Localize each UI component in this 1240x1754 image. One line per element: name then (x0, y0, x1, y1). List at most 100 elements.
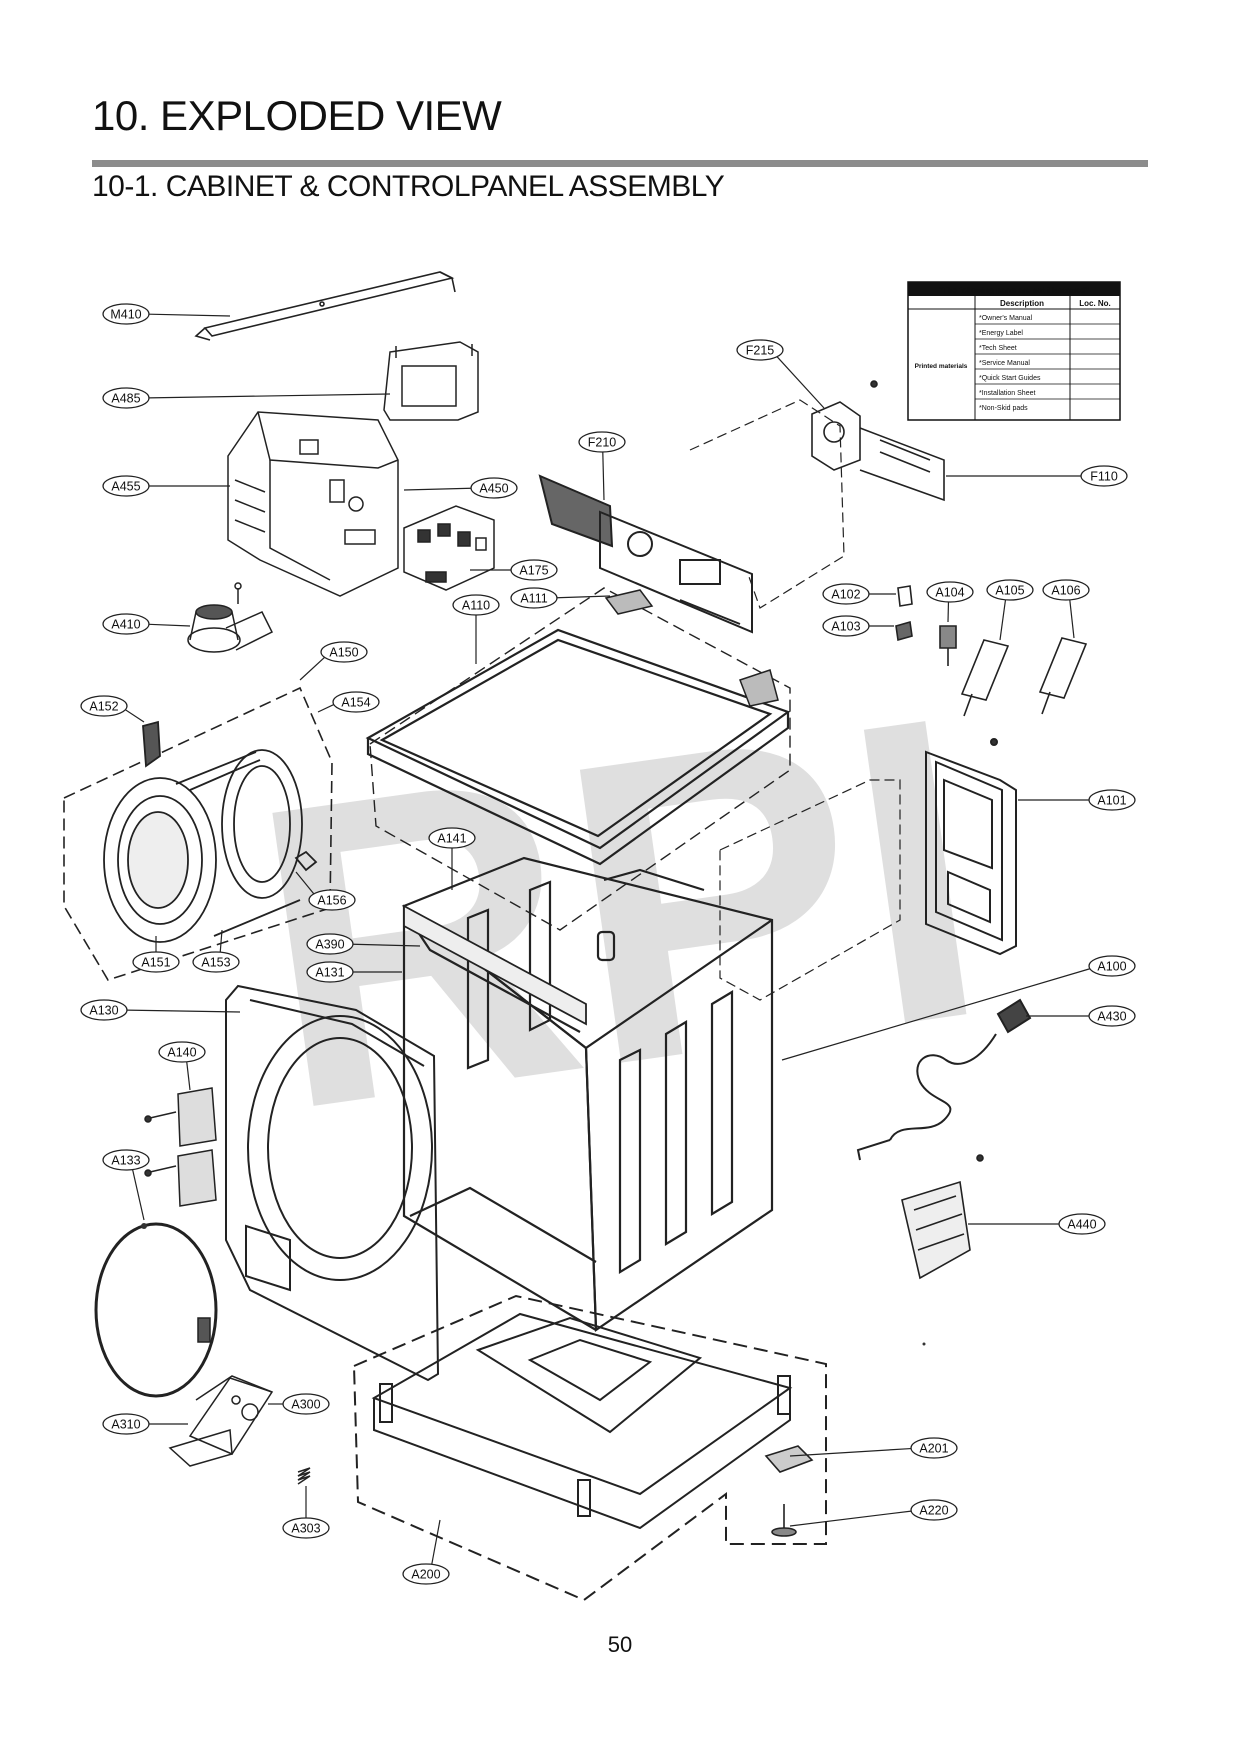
callout-label-a175: A175 (519, 564, 548, 578)
callout-bubble-a310 (102, 1413, 150, 1435)
callout-label-f210: F210 (588, 436, 617, 450)
callout-bubble-a300 (282, 1393, 330, 1415)
callout-bubble-a150 (320, 641, 368, 663)
top-plate-bracket-part (604, 589, 779, 707)
callout-bubble-a440 (1058, 1213, 1106, 1235)
callout-bubble-a450 (470, 477, 518, 499)
callout-bubble-a140 (158, 1041, 206, 1063)
callout-label-a201: A201 (919, 1442, 948, 1456)
top-plate-outline (369, 587, 791, 931)
leveling-foot-part (764, 1445, 814, 1537)
table-row-label: *Quick Start Guides (979, 375, 1041, 382)
top-plate-part (365, 628, 791, 866)
callout-label-a103: A103 (831, 620, 860, 634)
callout-bubble-a104 (926, 581, 974, 603)
callout-label-a101: A101 (1097, 794, 1126, 808)
callout-bubble-a303 (282, 1517, 330, 1539)
callout-leader-f210 (602, 451, 605, 501)
callout-bubble-a110 (452, 594, 500, 616)
callout-leader-a140 (186, 1061, 191, 1091)
callout-label-a300: A300 (291, 1398, 320, 1412)
callout-leader-a156 (295, 871, 315, 895)
callout-leader-a153 (219, 929, 223, 953)
callout-bubble-a200 (402, 1563, 450, 1585)
callout-label-a303: A303 (291, 1522, 320, 1536)
callout-leader-a200 (431, 1519, 441, 1565)
callout-bubble-a410 (102, 613, 150, 635)
pcb-cover-part (383, 341, 479, 421)
controller-part (811, 380, 945, 502)
table-heading: "The following parts are not illustrated… (939, 286, 1089, 295)
title-rule (92, 160, 1148, 167)
callout-bubble-a152 (80, 695, 128, 717)
callout-leader-a152 (125, 709, 145, 723)
callout-label-a485: A485 (111, 392, 140, 406)
callout-label-a390: A390 (315, 938, 344, 952)
callout-bubble-a105 (986, 579, 1034, 601)
top-bracket-part (194, 271, 456, 341)
callout-bubble-a130 (80, 999, 128, 1021)
callout-bubble-a390 (306, 933, 354, 955)
callout-leader-a100 (781, 968, 1091, 1061)
callout-label-a310: A310 (111, 1418, 140, 1432)
callout-bubble-f110 (1080, 465, 1128, 487)
callout-label-a430: A430 (1097, 1010, 1126, 1024)
callout-bubble-a153 (192, 951, 240, 973)
table-group-label: Printed materials (915, 363, 968, 370)
callout-bubble-a485 (102, 387, 150, 409)
callout-leader-a133 (132, 1169, 145, 1221)
callout-label-a111: A111 (520, 592, 547, 606)
callout-leader-a154 (317, 704, 335, 713)
callout-label-a131: A131 (315, 966, 344, 980)
clamp-ring-part (94, 1222, 218, 1398)
callout-bubble-a131 (306, 961, 354, 983)
callout-label-m410: M410 (110, 308, 141, 322)
page-title: 10. EXPLODED VIEW (92, 92, 502, 139)
callout-bubble-a455 (102, 475, 150, 497)
not-illustrated-table: "The following parts are not illustrated… (907, 281, 1121, 421)
power-cord-part (856, 998, 1032, 1161)
callout-bubble-a154 (332, 691, 380, 713)
rear-panel-outline (719, 779, 901, 1001)
callout-leader-m410 (148, 313, 231, 317)
callout-label-a104: A104 (935, 586, 964, 600)
callout-label-a450: A450 (479, 482, 508, 496)
callout-bubble-a100 (1088, 955, 1136, 977)
clip-part (895, 585, 913, 642)
callout-bubble-a141 (428, 827, 476, 849)
callout-label-a133: A133 (111, 1154, 140, 1168)
front-panel-part (225, 984, 440, 1382)
drain-cover-part (168, 1375, 274, 1467)
callout-label-a154: A154 (341, 696, 370, 710)
sensor-part (939, 625, 957, 666)
callout-label-a440: A440 (1067, 1218, 1096, 1232)
callout-bubble-f210 (578, 431, 626, 453)
callout-bubble-a103 (822, 615, 870, 637)
table-col-loc-no: Loc. No. (1079, 299, 1111, 308)
callout-bubble-a151 (132, 951, 180, 973)
switch-block-part (403, 505, 495, 591)
callout-label-a105: A105 (995, 584, 1024, 598)
callout-leader-a106 (1069, 599, 1075, 639)
brace-part (403, 904, 587, 1026)
page-number: 50 (607, 1632, 633, 1657)
callout-leader-a201 (789, 1447, 912, 1457)
controller-outline (689, 399, 845, 609)
valve-part (187, 582, 274, 653)
callout-leader-a105 (999, 599, 1007, 641)
spring-part (297, 1467, 311, 1485)
callout-bubble-m410 (102, 303, 150, 325)
callout-bubble-a220 (910, 1499, 958, 1521)
callout-bubble-a106 (1042, 579, 1090, 601)
callout-bubble-a175 (510, 559, 558, 581)
callout-bubble-a101 (1088, 789, 1136, 811)
callout-label-a156: A156 (317, 894, 346, 908)
table-row-label: *Non-Skid pads (979, 405, 1028, 412)
callout-label-a152: A152 (89, 700, 118, 714)
main-pcb-module-part (227, 411, 399, 597)
callout-leader-a150 (299, 656, 326, 681)
callout-label-a130: A130 (89, 1004, 118, 1018)
table-row-label: *Owner's Manual (979, 315, 1033, 322)
callout-bubble-a111 (510, 587, 558, 609)
